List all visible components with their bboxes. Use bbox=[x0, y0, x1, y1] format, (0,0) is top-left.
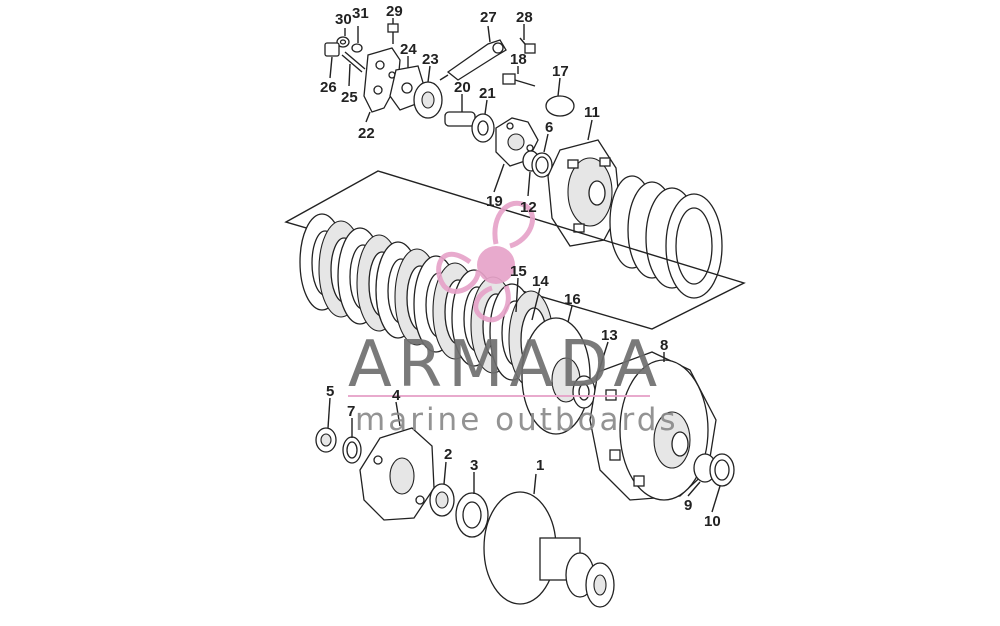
release-mechanism-group bbox=[324, 22, 575, 178]
callout-9: 9 bbox=[684, 497, 692, 514]
part-17-spring bbox=[545, 95, 575, 117]
callout-31: 31 bbox=[352, 5, 369, 22]
callout-23: 23 bbox=[422, 51, 439, 68]
callout-labels: 1 2 3 4 5 6 7 8 9 10 11 12 13 14 15 16 1… bbox=[320, 3, 721, 530]
callout-18: 18 bbox=[510, 51, 527, 68]
callout-3: 3 bbox=[470, 457, 478, 474]
part-22-bracket-plate bbox=[363, 47, 401, 113]
callout-28: 28 bbox=[516, 9, 533, 26]
callout-30: 30 bbox=[335, 11, 352, 28]
callout-26: 26 bbox=[320, 79, 337, 96]
callout-6: 6 bbox=[545, 119, 553, 136]
leader-lines bbox=[327, 18, 721, 513]
callout-8: 8 bbox=[660, 337, 668, 354]
callout-27: 27 bbox=[480, 9, 497, 26]
callout-19: 19 bbox=[486, 193, 503, 210]
part-31-washer bbox=[351, 43, 363, 53]
callout-1: 1 bbox=[536, 457, 544, 474]
callout-5: 5 bbox=[326, 383, 334, 400]
part-2-collar bbox=[429, 483, 455, 517]
part-27-lever bbox=[439, 39, 507, 81]
part-11-clutch-hub bbox=[547, 139, 621, 247]
callout-12: 12 bbox=[520, 199, 537, 216]
part-1-primary-drive bbox=[483, 491, 615, 608]
part-26-nut bbox=[324, 42, 340, 57]
watermark-tagline: marine outboards bbox=[355, 402, 679, 438]
watermark-brand: ARMADA bbox=[348, 328, 663, 402]
callout-16: 16 bbox=[564, 291, 581, 308]
part-23-cam bbox=[413, 81, 443, 119]
callout-10: 10 bbox=[704, 513, 721, 530]
part-25-stud bbox=[341, 51, 366, 73]
upper-friction-plates bbox=[609, 175, 723, 299]
part-7-washer bbox=[342, 436, 362, 464]
callout-22: 22 bbox=[358, 125, 375, 142]
callout-7: 7 bbox=[347, 403, 355, 420]
callout-11: 11 bbox=[584, 104, 600, 121]
part-29-bolt bbox=[387, 22, 399, 44]
part-30-washer bbox=[336, 36, 350, 48]
callout-21: 21 bbox=[479, 85, 496, 102]
part-10-washer bbox=[709, 453, 735, 487]
armada-watermark: ARMADA marine outboards bbox=[348, 200, 679, 438]
part-18-bolt bbox=[502, 73, 536, 87]
callout-15: 15 bbox=[510, 263, 527, 280]
part-4-centrifugal-plate bbox=[359, 427, 435, 521]
callout-24: 24 bbox=[400, 41, 417, 58]
part-21-bearing bbox=[471, 113, 495, 143]
callout-13: 13 bbox=[601, 327, 618, 344]
callout-2: 2 bbox=[444, 446, 452, 463]
armada-logo-icon bbox=[436, 200, 536, 323]
callout-17: 17 bbox=[552, 63, 569, 80]
callout-29: 29 bbox=[386, 3, 403, 20]
callout-4: 4 bbox=[392, 387, 401, 404]
part-5-seal bbox=[315, 427, 337, 453]
part-6-ring bbox=[531, 152, 553, 178]
part-28-bolt bbox=[519, 37, 536, 54]
callout-20: 20 bbox=[454, 79, 471, 96]
callout-14: 14 bbox=[532, 273, 549, 290]
part-20-shaft bbox=[444, 111, 476, 127]
part-3-bearing bbox=[455, 492, 489, 538]
callout-25: 25 bbox=[341, 89, 358, 106]
